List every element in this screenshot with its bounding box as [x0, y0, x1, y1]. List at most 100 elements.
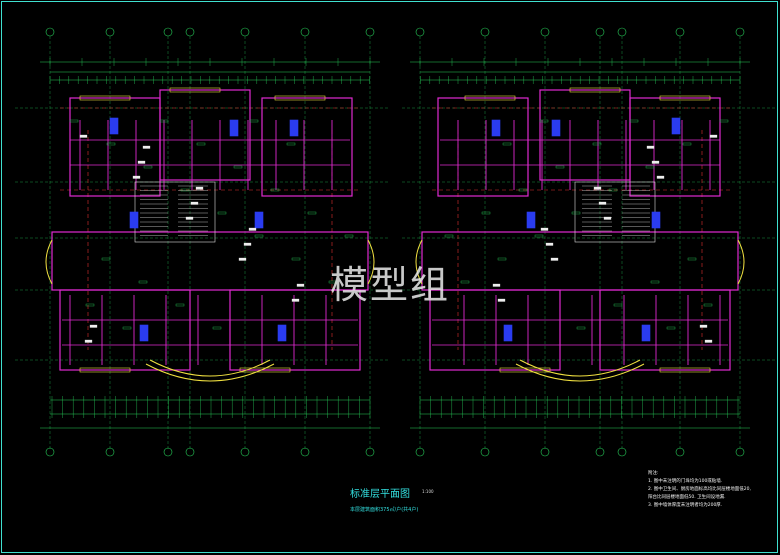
window-strip	[659, 367, 711, 373]
room-label-mark	[137, 160, 146, 164]
room-label-mark	[492, 283, 501, 287]
axis-bubble	[480, 447, 490, 457]
wall-outline	[599, 289, 731, 371]
window-strip	[239, 367, 291, 373]
window-strip	[569, 87, 621, 93]
axis-bubble	[240, 27, 250, 37]
axis-bubble	[105, 447, 115, 457]
room-label-mark	[344, 234, 354, 238]
wall-outline	[539, 89, 631, 181]
room-label-mark	[656, 175, 665, 179]
room-label-mark	[703, 303, 713, 307]
shaft-fill	[551, 119, 561, 137]
axis-bubble	[365, 447, 375, 457]
room-label-mark	[497, 257, 507, 261]
room-label-mark	[666, 326, 676, 330]
shaft-fill	[129, 211, 139, 229]
room-label-mark	[122, 326, 132, 330]
axis-bubble	[617, 447, 627, 457]
axis-bubble	[595, 447, 605, 457]
room-label-mark	[159, 119, 169, 123]
room-label-mark	[613, 303, 623, 307]
room-label-mark	[180, 188, 190, 192]
window-strip	[499, 367, 551, 373]
room-label-mark	[248, 227, 257, 231]
axis-bubble	[365, 27, 375, 37]
room-label-mark	[84, 339, 93, 343]
shaft-fill	[671, 117, 681, 135]
general-notes: 附注: 1. 图中未注明的门垛均为100或贴墙. 2. 图中卫生间、厨房地面标高…	[648, 470, 751, 510]
room-label-mark	[709, 134, 718, 138]
window-strip	[659, 95, 711, 101]
wall-outline	[159, 89, 251, 181]
room-label-mark	[238, 257, 247, 261]
watermark: 模型组	[330, 263, 451, 307]
axis-bubble	[185, 447, 195, 457]
wall-outline	[421, 231, 739, 291]
axis-bubble	[300, 447, 310, 457]
axis-bubble	[735, 27, 745, 37]
room-label-mark	[89, 324, 98, 328]
axis-bubble	[163, 447, 173, 457]
room-label-mark	[555, 165, 565, 169]
bay-window	[415, 239, 423, 285]
room-label-mark	[249, 119, 259, 123]
room-label-mark	[307, 211, 317, 215]
room-label-mark	[444, 234, 454, 238]
window-strip	[169, 87, 221, 93]
axis-bubble	[105, 27, 115, 37]
room-label-mark	[143, 165, 153, 169]
shaft-fill	[277, 324, 287, 342]
room-label-mark	[699, 324, 708, 328]
drawing-scale-tag: 1:100	[422, 489, 434, 494]
room-label-mark	[132, 175, 141, 179]
wall-outline	[629, 97, 721, 197]
room-label-mark	[540, 227, 549, 231]
axis-bubble	[45, 27, 55, 37]
room-label-mark	[650, 280, 660, 284]
shaft-fill	[491, 119, 501, 137]
room-label-mark	[270, 188, 280, 192]
room-label-mark	[233, 165, 243, 169]
room-label-mark	[217, 211, 227, 215]
window-strip	[79, 367, 131, 373]
room-label-mark	[195, 186, 204, 190]
room-label-mark	[254, 234, 264, 238]
room-label-mark	[85, 303, 95, 307]
axis-bubble	[300, 27, 310, 37]
room-label-mark	[593, 186, 602, 190]
room-label-mark	[645, 165, 655, 169]
axis-bubble	[735, 447, 745, 457]
drawing-title: 标准层平面图	[350, 489, 410, 500]
room-label-mark	[69, 119, 79, 123]
wall-outline	[51, 231, 369, 291]
axis-bubble	[675, 447, 685, 457]
room-label-mark	[138, 280, 148, 284]
room-label-mark	[682, 142, 692, 146]
axis-bubble	[617, 27, 627, 37]
room-label-mark	[687, 257, 697, 261]
axis-bubble	[163, 27, 173, 37]
axis-bubble	[415, 447, 425, 457]
shaft-fill	[229, 119, 239, 137]
room-label-mark	[328, 280, 338, 284]
axis-bubble	[415, 27, 425, 37]
wall-outline	[437, 97, 529, 197]
room-label-mark	[545, 242, 554, 246]
balcony-curve	[519, 359, 641, 377]
room-label-mark	[719, 119, 729, 123]
shaft-fill	[254, 211, 264, 229]
axis-bubble	[240, 447, 250, 457]
room-label-mark	[550, 257, 559, 261]
shaft-fill	[526, 211, 536, 229]
room-label-mark	[534, 234, 544, 238]
room-label-mark	[212, 326, 222, 330]
room-label-mark	[502, 142, 512, 146]
note-line: 1. 图中未注明的门垛均为100或贴墙.	[648, 479, 723, 484]
axis-bubble	[540, 447, 550, 457]
stair-core	[134, 181, 216, 243]
room-label-mark	[592, 142, 602, 146]
bay-window	[45, 239, 53, 285]
wall-outline	[261, 97, 353, 197]
